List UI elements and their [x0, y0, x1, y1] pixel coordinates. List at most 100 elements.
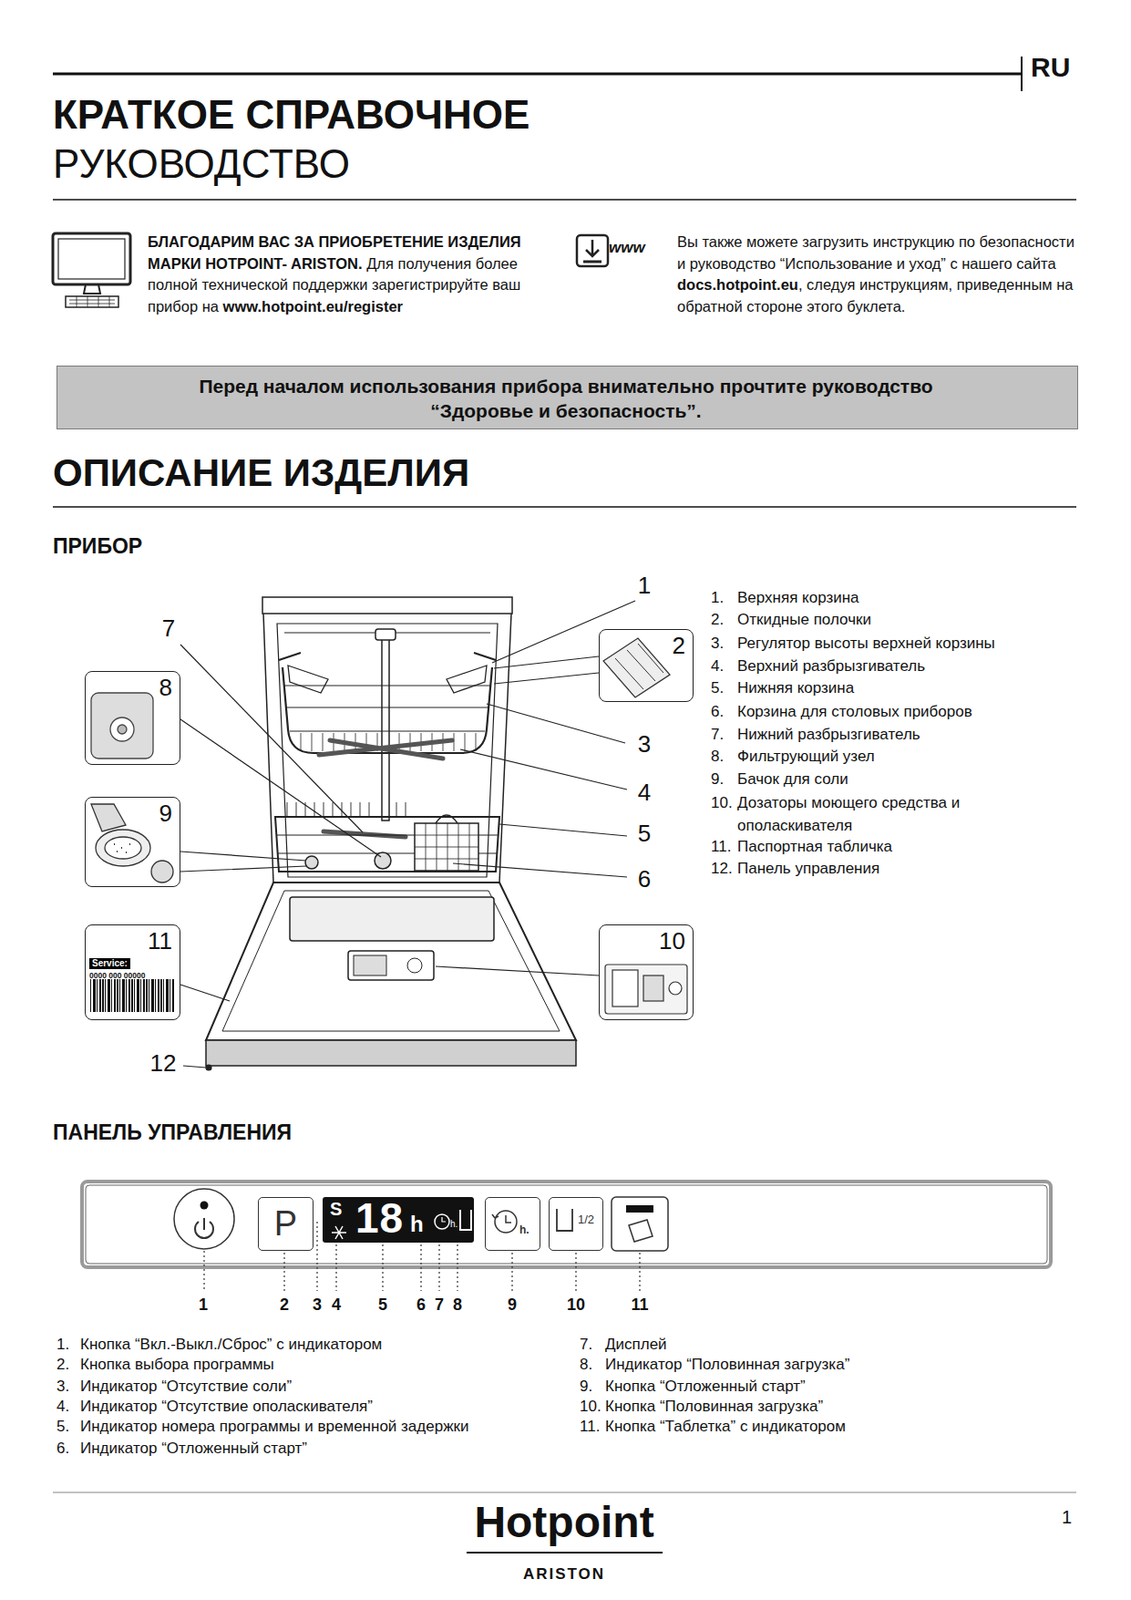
- control-panel: [85, 1184, 1048, 1264]
- callout-box: 10: [598, 924, 694, 1020]
- page-title: КРАТКОЕ СПРАВОЧНОЕ: [52, 91, 530, 139]
- callout-number: 8: [159, 673, 173, 701]
- callout-number: 1: [189, 1294, 217, 1315]
- list-number: 1.: [56, 1333, 70, 1355]
- list-item: Кнопка “Вкл.-Выкл./Сброс” с индикатором: [80, 1333, 382, 1355]
- download-icon: [576, 235, 608, 267]
- dispenser-illustration: [605, 964, 688, 1014]
- delay-icon: [492, 1210, 517, 1233]
- filter-illustration: [110, 717, 134, 741]
- list-item: Дисплей: [605, 1333, 668, 1355]
- brand-logo: Hotpoint: [427, 1496, 701, 1548]
- list-item: Кнопка “Таблетка” с индикатором: [605, 1415, 846, 1437]
- dishwasher-illustration: [353, 955, 387, 976]
- list-number: 1.: [710, 586, 724, 609]
- rule-line: [52, 56, 1077, 1553]
- notice-band: Перед началом использования прибора вним…: [56, 365, 1079, 430]
- delay-button: h.: [484, 1196, 541, 1251]
- download-icon: [586, 239, 599, 257]
- shelf-illustration: [615, 643, 664, 689]
- salt-illustration: [95, 829, 151, 866]
- leader-line: [183, 1065, 206, 1068]
- display-screen: [442, 1216, 446, 1222]
- half-load-icon: [556, 1208, 573, 1231]
- leader-line: [460, 749, 628, 790]
- list-number: 8.: [710, 744, 724, 768]
- dishwasher-illustration: [205, 596, 576, 1066]
- rule-line: [466, 1551, 663, 1553]
- brand-subtitle: ARISTON: [427, 1563, 701, 1584]
- callout-number: 2: [270, 1294, 299, 1315]
- list-number: 3.: [710, 631, 724, 655]
- shelf-illustration: [603, 637, 670, 698]
- dispenser-illustration: [605, 964, 688, 1014]
- list-item: Паспортная табличка: [737, 834, 1039, 858]
- dishwasher-illustration: [287, 665, 487, 693]
- page-number: 1: [1061, 1505, 1072, 1528]
- leader-line: [486, 703, 626, 743]
- list-number: 12.: [710, 856, 733, 880]
- download-text: Вы также можете загрузить инструкцию по …: [677, 233, 1075, 272]
- leader-line: [205, 1064, 212, 1070]
- list-item: Нижний разбрызгиватель: [737, 722, 1039, 746]
- callout-number: 11: [147, 926, 173, 955]
- tablet-button: [611, 1196, 669, 1251]
- list-number: 9.: [710, 767, 724, 791]
- list-number: 2.: [56, 1353, 70, 1375]
- display: S18hh.: [322, 1196, 474, 1245]
- dishwasher-illustration: [318, 740, 453, 759]
- list-item: Нижняя корзина: [737, 676, 1039, 700]
- notice-text: Перед началом использования прибора вним…: [57, 373, 1075, 423]
- callout-number: 6: [626, 864, 663, 893]
- dishwasher-illustration: [381, 637, 390, 821]
- list-item: Дозаторы моющего средства и ополаскивате…: [737, 791, 1039, 837]
- barcode: [89, 978, 175, 1012]
- salt-illustration: [151, 860, 174, 883]
- program-button: P: [257, 1196, 314, 1251]
- callout-box: 2: [598, 628, 694, 702]
- salt-illustration: [91, 803, 126, 832]
- dishwasher-illustration: [435, 814, 458, 823]
- monitor-icon: [58, 238, 125, 279]
- dishwasher-illustration: [305, 855, 319, 869]
- dishwasher-illustration: [222, 890, 560, 1031]
- callout-box: 11Service:0000 000 00000: [84, 924, 181, 1020]
- list-item: Индикатор “Отсутствие ополаскивателя”: [80, 1395, 373, 1417]
- list-item: Кнопка “Половинная загрузка”: [605, 1395, 823, 1417]
- display-unit: h: [410, 1211, 424, 1237]
- list-item: Откидные полочки: [737, 607, 1039, 631]
- display-digits: 18: [355, 1193, 404, 1242]
- list-number: 10.: [710, 791, 733, 814]
- tablet-button: [626, 1204, 654, 1213]
- callout-number: 10: [562, 1294, 590, 1315]
- dishwasher-illustration: [278, 652, 496, 660]
- list-item: Корзина для столовых приборов: [737, 699, 1039, 723]
- list-number: 10.: [579, 1395, 602, 1417]
- service-number: 0000 000 00000: [89, 970, 145, 980]
- list-number: 6.: [710, 699, 724, 723]
- callout-box: 8: [84, 670, 181, 765]
- list-number: 7.: [579, 1333, 593, 1355]
- list-item: Кнопка выбора программы: [80, 1353, 275, 1375]
- leader-line: [180, 851, 307, 872]
- subsection-heading: ПРИБОР: [52, 533, 143, 559]
- filter-illustration: [117, 724, 127, 734]
- dishwasher-illustration: [284, 685, 491, 731]
- control-panel: [82, 1181, 1051, 1267]
- button-symbol: 1/2: [577, 1212, 595, 1227]
- list-item: Бачок для соли: [737, 767, 1039, 791]
- callout-number: 10: [658, 926, 686, 955]
- list-number: 11.: [579, 1415, 600, 1437]
- rule-line: [1020, 56, 1023, 92]
- list-number: 4.: [56, 1395, 70, 1417]
- callout-number: 3: [626, 730, 663, 758]
- salt-illustration: [113, 843, 131, 853]
- dishwasher-illustration: [263, 613, 512, 883]
- salt-indicator: S: [329, 1197, 342, 1220]
- monitor-icon: [69, 296, 115, 308]
- leader-line: [499, 823, 628, 836]
- half-load-icon: [556, 1208, 573, 1231]
- callout-number: 7: [425, 1294, 453, 1315]
- leader-line: [180, 984, 230, 1001]
- list-number: 11.: [710, 834, 731, 858]
